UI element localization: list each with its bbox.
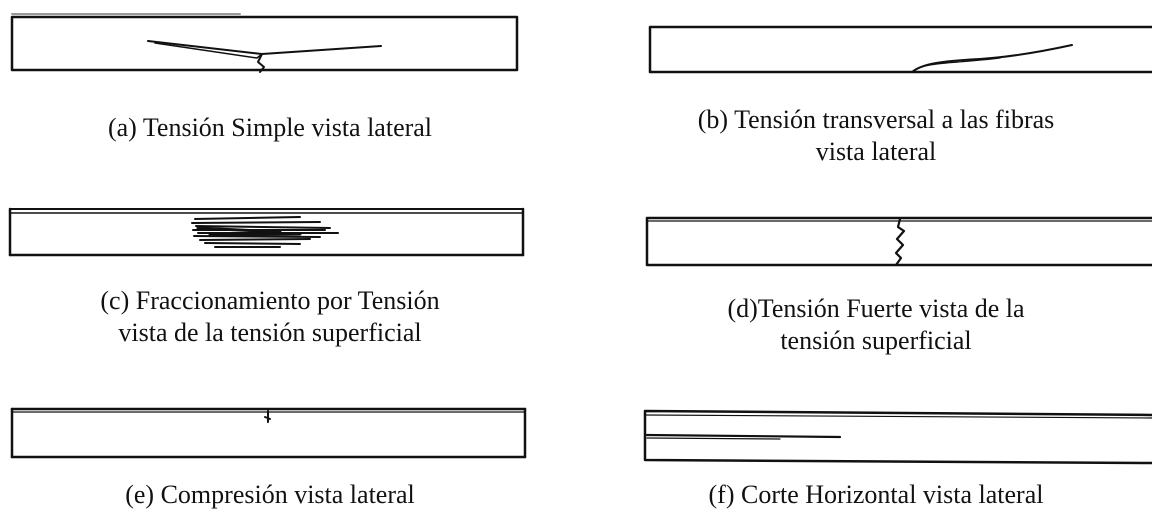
beam-outline bbox=[644, 414, 1152, 419]
beam-outline bbox=[648, 25, 1152, 74]
beam-brash-tension-drawing bbox=[645, 216, 1152, 267]
beam-compression-drawing bbox=[10, 407, 527, 459]
panel-horizontal-shear: (f) Corte Horizontal vista lateral bbox=[600, 395, 1152, 514]
caption-line: tensión superficial bbox=[780, 326, 972, 355]
beam-simple-tension-drawing bbox=[10, 13, 519, 73]
beam-splitting-tension-drawing bbox=[8, 207, 525, 257]
caption: (e) Compresión vista lateral bbox=[0, 479, 540, 511]
crack-line bbox=[154, 42, 263, 59]
caption-line: (e) Compresión vista lateral bbox=[125, 480, 415, 509]
beam-cross-grain-tension-drawing bbox=[648, 25, 1152, 74]
splitting-crack-cluster bbox=[191, 216, 339, 248]
beam-outline bbox=[643, 409, 1152, 465]
panel-splitting-tension: (c) Fraccionamiento por Tensión vista de… bbox=[0, 195, 560, 365]
panel-cross-grain-tension: (b) Tensión transversal a las fibras vis… bbox=[600, 0, 1152, 190]
caption-line: (d)Tensión Fuerte vista de la bbox=[727, 294, 1025, 323]
crack-line bbox=[645, 433, 842, 439]
crack-line bbox=[646, 437, 781, 440]
caption-line: (a) Tensión Simple vista lateral bbox=[107, 113, 433, 142]
caption-line: (c) Fraccionamiento por Tensión bbox=[100, 286, 440, 315]
caption: (f) Corte Horizontal vista lateral bbox=[600, 479, 1152, 511]
panel-brash-tension: (d)Tensión Fuerte vista de la tensión su… bbox=[600, 195, 1152, 375]
caption-line: (f) Corte Horizontal vista lateral bbox=[708, 480, 1044, 509]
caption-line: vista lateral bbox=[815, 137, 937, 166]
caption: (b) Tensión transversal a las fibras vis… bbox=[600, 104, 1152, 168]
crack-line bbox=[257, 53, 265, 73]
crack-line bbox=[894, 217, 906, 267]
beam-horizontal-shear-drawing bbox=[643, 409, 1152, 465]
panel-compression: (e) Compresión vista lateral bbox=[0, 395, 560, 514]
caption: (a) Tensión Simple vista lateral bbox=[0, 112, 540, 144]
beam-outline bbox=[10, 15, 519, 72]
beam-outline bbox=[645, 216, 1152, 267]
caption: (c) Fraccionamiento por Tensión vista de… bbox=[0, 285, 540, 349]
caption: (d)Tensión Fuerte vista de la tensión su… bbox=[600, 293, 1152, 357]
crack-line bbox=[917, 57, 1001, 69]
caption-line: (b) Tensión transversal a las fibras bbox=[697, 105, 1055, 134]
panel-simple-tension: (a) Tensión Simple vista lateral bbox=[0, 0, 560, 150]
compression-mark bbox=[264, 410, 271, 423]
caption-line: vista de la tensión superficial bbox=[118, 318, 422, 347]
